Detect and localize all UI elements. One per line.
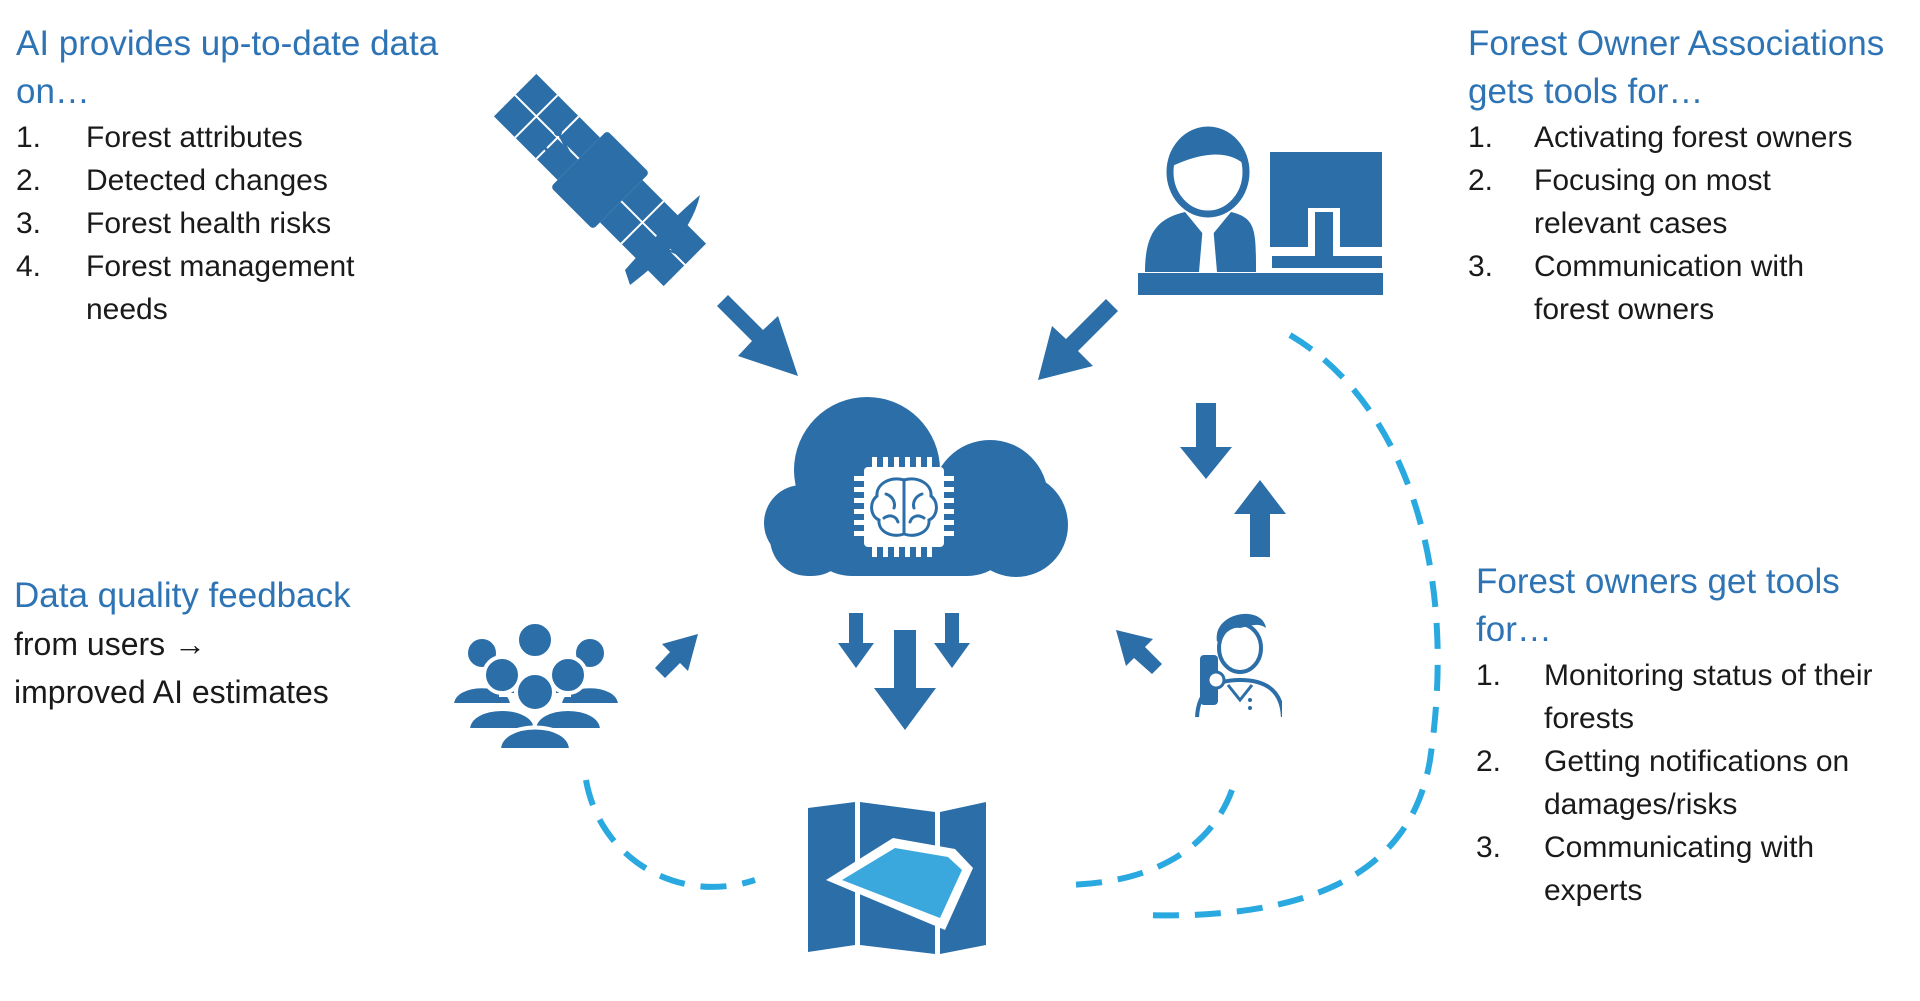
list-item-text: damages/risks: [1544, 788, 1738, 821]
list-item: 3. Forest health risks: [16, 202, 486, 245]
list-item-text: relevant cases: [1534, 207, 1728, 240]
association-tools-heading-line1: Forest Owner Associations: [1468, 24, 1885, 63]
list-item: 2. Detected changes: [16, 159, 486, 202]
association-tools-text: Forest Owner Associations gets tools for…: [1468, 20, 1908, 331]
association-tools-list: 1. Activating forest owners 2. Focusing …: [1468, 116, 1908, 331]
satellite-data-list: 1. Forest attributes 2. Detected changes…: [16, 116, 486, 331]
list-item-text: Monitoring status of their: [1544, 659, 1873, 692]
satellite-data-text: AI provides up-to-date data on… 1. Fores…: [16, 20, 486, 331]
arrow-down-right: [1180, 403, 1232, 479]
arrow-association-to-cloud: [1038, 299, 1118, 380]
satellite-icon: [493, 73, 707, 287]
list-item: 2. Getting notifications on damages/risk…: [1476, 740, 1916, 826]
list-item-number: 2.: [16, 164, 42, 197]
list-item: 2. Focusing on most relevant cases: [1468, 159, 1908, 245]
list-item-text: experts: [1544, 874, 1643, 907]
arrows: [655, 295, 1286, 730]
owner-tools-text: Forest owners get tools for… 1. Monitori…: [1476, 558, 1916, 912]
association-officer-icon: [1138, 126, 1383, 295]
feedback-line-3: improved AI estimates: [14, 674, 329, 710]
forest-owner-phone-icon: [1195, 613, 1282, 717]
satellite-data-heading-line1: AI provides up-to-date data: [16, 24, 439, 63]
list-item: 4. Forest management needs: [16, 245, 486, 331]
feedback-text: Data quality feedback from users → impro…: [14, 572, 434, 716]
owner-tools-heading-line1: Forest owners get tools: [1476, 562, 1840, 601]
list-item-text: Forest management: [86, 250, 355, 283]
list-item: 3. Communicating with experts: [1476, 826, 1916, 912]
dashed-curve-association-to-map: [1139, 332, 1441, 919]
arrow-satellite-to-cloud: [717, 295, 798, 376]
list-item-text: Focusing on most: [1534, 164, 1771, 197]
association-tools-heading-line2: gets tools for…: [1468, 72, 1704, 111]
list-item-text: Forest health risks: [86, 207, 332, 240]
users-group-icon: [449, 620, 623, 752]
arrow-down-small-right: [934, 613, 970, 668]
arrow-owner-to-cloud: [1116, 630, 1162, 674]
list-item-number: 1.: [1476, 659, 1502, 692]
list-item-text: needs: [86, 293, 168, 326]
list-item: 1. Monitoring status of their forests: [1476, 654, 1916, 740]
list-item-text: Getting notifications on: [1544, 745, 1850, 778]
list-item-text: forest owners: [1534, 293, 1715, 326]
list-item-number: 1.: [1468, 121, 1494, 154]
cloud-ai-icon: [764, 397, 1068, 577]
list-item-text: forests: [1544, 702, 1635, 735]
feedback-heading: Data quality feedback: [14, 576, 351, 615]
map-icon: [808, 802, 986, 954]
list-item-text: Detected changes: [86, 164, 328, 197]
list-item-number: 3.: [1468, 250, 1494, 283]
list-item-text: Communicating with: [1544, 831, 1815, 864]
dashed-curve-owner-to-map: [1059, 788, 1235, 888]
dashed-feedback-curves: [583, 332, 1441, 919]
arrow-down-large: [874, 630, 936, 730]
owner-tools-heading-line2: for…: [1476, 610, 1552, 649]
list-item-number: 2.: [1468, 164, 1494, 197]
satellite-data-heading-line2: on…: [16, 72, 90, 111]
brain-icon: [870, 477, 938, 537]
list-item-number: 2.: [1476, 745, 1502, 778]
list-item-text: Communication with: [1534, 250, 1805, 283]
list-item-number: 1.: [16, 121, 42, 154]
arrow-users-to-cloud: [655, 634, 698, 678]
list-item-text: Forest attributes: [86, 121, 303, 154]
owner-tools-list: 1. Monitoring status of their forests 2.…: [1476, 654, 1916, 912]
list-item: 1. Forest attributes: [16, 116, 486, 159]
list-item-number: 3.: [16, 207, 42, 240]
list-item-number: 4.: [16, 250, 42, 283]
list-item: 3. Communication with forest owners: [1468, 245, 1908, 331]
feedback-line-2: from users →: [14, 626, 207, 662]
list-item-text: Activating forest owners: [1534, 121, 1853, 154]
list-item: 1. Activating forest owners: [1468, 116, 1908, 159]
dashed-curve-users-to-map: [583, 779, 756, 890]
arrow-down-small-left: [838, 613, 874, 668]
list-item-number: 3.: [1476, 831, 1502, 864]
arrow-up-right: [1234, 480, 1286, 557]
